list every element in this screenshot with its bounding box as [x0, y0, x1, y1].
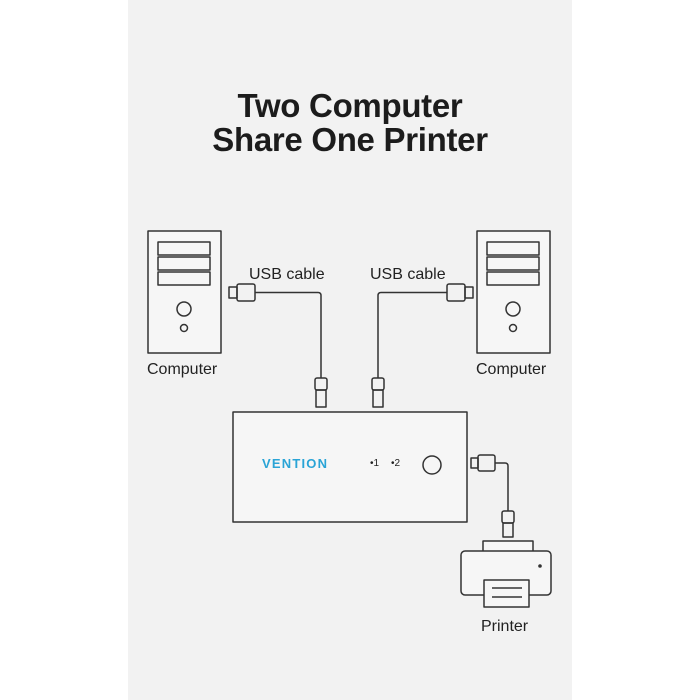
printer-icon — [460, 540, 552, 608]
computer-right-icon — [476, 230, 551, 354]
cable-label-right: USB cable — [370, 266, 446, 283]
brand-logo: VENTION — [262, 456, 329, 471]
computer-left-icon — [147, 230, 222, 354]
usb-switch-box — [232, 411, 468, 523]
usb-cable-left — [228, 283, 328, 408]
switch-button-icon — [422, 455, 442, 475]
title-line-2: Share One Printer — [212, 121, 488, 158]
usb-cable-printer — [470, 454, 515, 538]
computer-label-right: Computer — [476, 361, 547, 378]
printer-label: Printer — [481, 618, 529, 635]
port-1-indicator: •1 — [370, 458, 380, 469]
title-line-1: Two Computer — [237, 87, 463, 124]
computer-label-left: Computer — [147, 361, 218, 378]
port-2-indicator: •2 — [391, 458, 401, 469]
cable-label-left: USB cable — [249, 266, 325, 283]
usb-cable-right — [371, 283, 474, 408]
printer-led-icon — [538, 564, 542, 568]
